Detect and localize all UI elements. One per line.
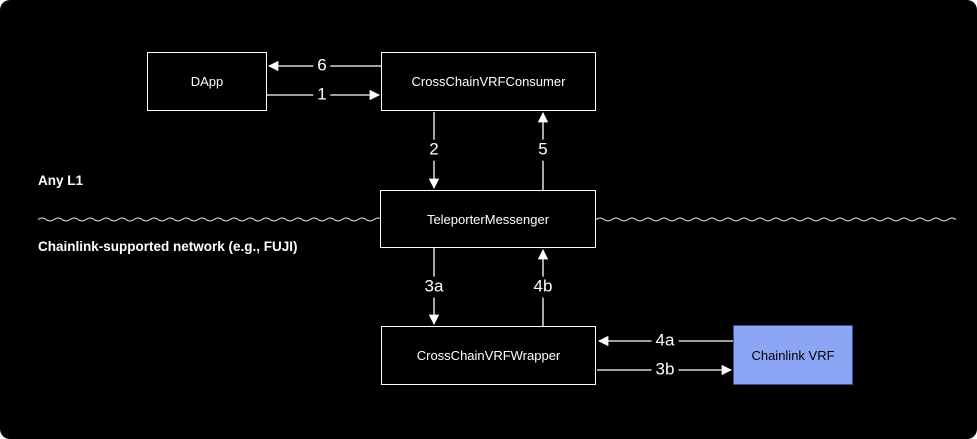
network-divider-left xyxy=(37,217,383,222)
edge-3a-label: 3a xyxy=(420,276,448,298)
region-label-any-l1: Any L1 xyxy=(38,173,84,188)
edge-3b-label: 3b xyxy=(651,359,679,381)
edge-6-label: 6 xyxy=(313,55,331,77)
node-teleporter-messenger: TeleporterMessenger xyxy=(380,190,596,248)
edge-2-label: 2 xyxy=(425,139,443,161)
edge-1-label: 1 xyxy=(313,84,331,106)
node-dapp-label: DApp xyxy=(190,74,224,89)
node-chainlink-vrf-label: Chainlink VRF xyxy=(751,347,835,363)
edge-5-label: 5 xyxy=(534,139,552,161)
edge-4a-label: 4a xyxy=(651,330,679,352)
node-crosschain-vrf-consumer-label: CrossChainVRFConsumer xyxy=(411,74,566,89)
region-label-chainlink-network: Chainlink-supported network (e.g., FUJI) xyxy=(38,239,298,254)
node-crosschain-vrf-consumer: CrossChainVRFConsumer xyxy=(381,52,596,111)
node-chainlink-vrf: Chainlink VRF xyxy=(733,325,853,385)
node-crosschain-vrf-wrapper-label: CrossChainVRFWrapper xyxy=(416,348,561,363)
network-divider-right xyxy=(595,217,957,222)
node-dapp: DApp xyxy=(147,52,267,111)
edge-4b-label: 4b xyxy=(529,276,557,298)
node-teleporter-messenger-label: TeleporterMessenger xyxy=(426,211,550,227)
node-crosschain-vrf-wrapper: CrossChainVRFWrapper xyxy=(381,326,596,385)
